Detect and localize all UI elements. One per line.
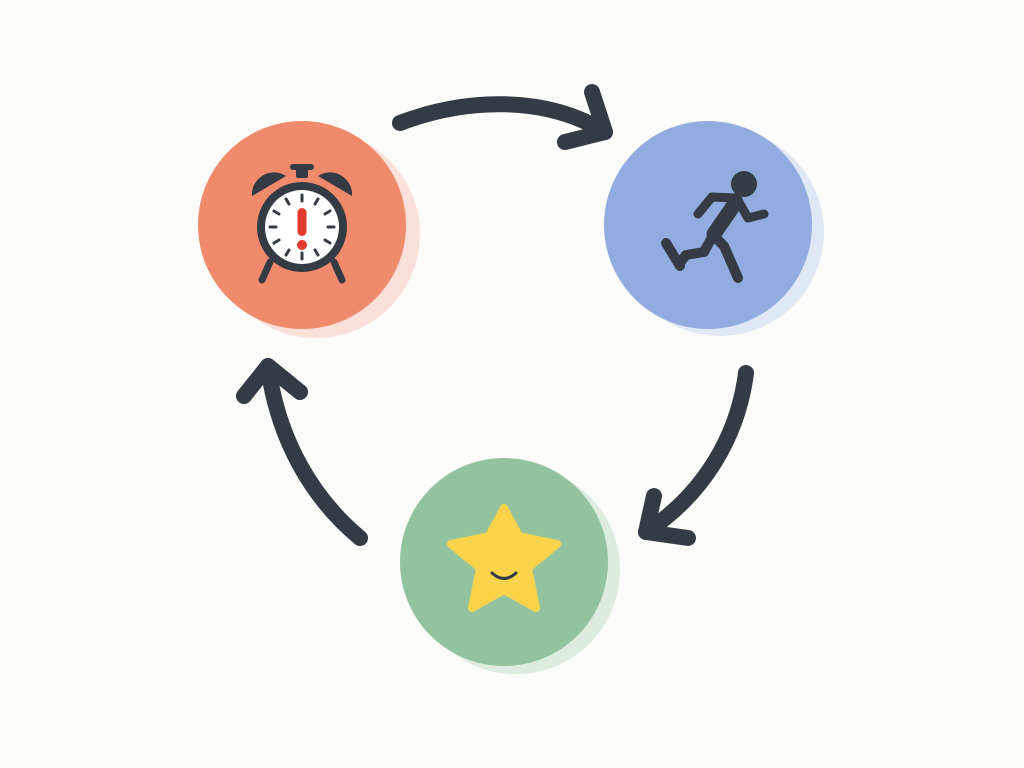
cycle-arrows (236, 84, 754, 546)
node-routine-circle (604, 121, 812, 329)
smiling-star-icon (447, 504, 561, 612)
arrow-reward-to-cue (236, 358, 368, 546)
arrow-routine-to-reward (638, 365, 754, 546)
node-routine (604, 121, 812, 329)
arrow-cue-to-routine (392, 84, 613, 150)
alarm-clock-icon (251, 164, 353, 284)
running-person-icon (661, 171, 769, 283)
